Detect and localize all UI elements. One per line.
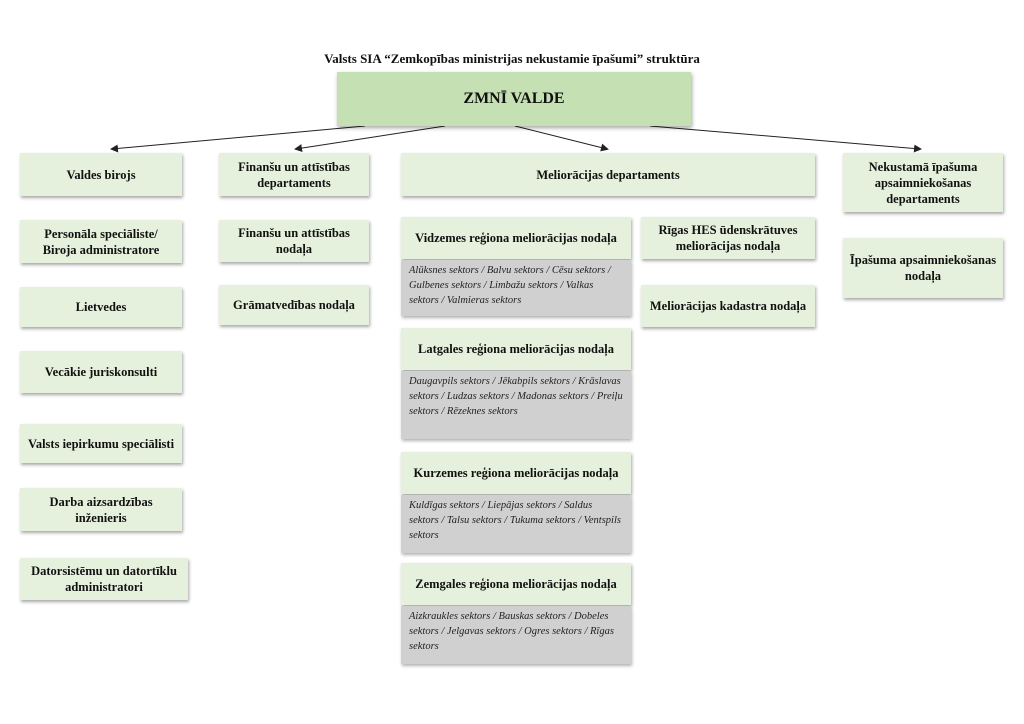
arrow-to-melioration: [514, 125, 609, 152]
melioration-unit: Meliorācijas kadastra nodaļa: [641, 285, 815, 327]
office-unit: Valsts iepirkumu speciālisti: [20, 424, 182, 463]
sectors-label: Aizkraukles sektors / Bauskas sektors / …: [409, 611, 614, 652]
melioration-unit: Rīgas HES ūdenskrātuves meliorācijas nod…: [641, 217, 815, 259]
region-label: Zemgales reģiona meliorācijas nodaļa: [415, 577, 617, 591]
arrow-to-office: [110, 125, 366, 153]
office-unit: Personāla speciāliste/ Biroja administra…: [20, 220, 182, 263]
region-label: Vidzemes reģiona meliorācijas nodaļa: [415, 231, 617, 245]
unit-label: Rīgas HES ūdenskrātuves meliorācijas nod…: [658, 223, 798, 253]
unit-label: Meliorācijas kadastra nodaļa: [649, 299, 807, 313]
chart-title: Valsts SIA “Zemkopības ministrijas nekus…: [324, 51, 700, 66]
region-vidzeme-sectors: Alūksnes sektors / Balvu sektors / Cēsu …: [401, 260, 631, 316]
unit-label: Vecākie juriskonsulti: [44, 365, 158, 379]
region-zemgale: Zemgales reģiona meliorācijas nodaļa: [401, 563, 631, 605]
region-zemgale-sectors: Aizkraukles sektors / Bauskas sektors / …: [401, 606, 631, 664]
unit-label: Īpašuma apsaimniekošanas nodaļa: [849, 253, 997, 283]
department-office: Valdes birojs: [20, 153, 182, 196]
office-unit: Datorsistēmu un datortīklu administrator…: [20, 558, 188, 600]
board-box: ZMNĪ VALDE: [337, 72, 691, 126]
region-label: Kurzemes reģiona meliorācijas nodaļa: [413, 466, 619, 480]
unit-label: Grāmatvedības nodaļa: [233, 298, 355, 312]
department-label: Valdes birojs: [66, 167, 136, 182]
sectors-label: Daugavpils sektors / Jēkabpils sektors /…: [409, 376, 623, 417]
office-unit: Vecākie juriskonsulti: [20, 351, 182, 393]
finance-unit: Grāmatvedības nodaļa: [219, 285, 369, 325]
department-label: Finanšu un attīstības departaments: [238, 159, 350, 190]
unit-label: Personāla speciāliste/ Biroja administra…: [42, 226, 160, 257]
department-property: Nekustamā īpašuma apsaimniekošanas depar…: [843, 153, 1003, 212]
region-latgale: Latgales reģiona meliorācijas nodaļa: [401, 328, 631, 370]
region-vidzeme: Vidzemes reģiona meliorācijas nodaļa: [401, 217, 631, 259]
department-label: Meliorācijas departaments: [536, 167, 680, 182]
arrow-to-property: [649, 125, 922, 153]
office-unit: Lietvedes: [20, 287, 182, 327]
arrow-to-finance: [294, 125, 446, 153]
property-unit: Īpašuma apsaimniekošanas nodaļa: [843, 238, 1003, 298]
office-unit: Darba aizsardzības inženieris: [20, 488, 182, 531]
department-melioration: Meliorācijas departaments: [401, 153, 815, 196]
unit-label: Finanšu un attīstības nodaļa: [238, 226, 350, 256]
unit-label: Datorsistēmu un datortīklu administrator…: [31, 564, 177, 594]
region-kurzeme: Kurzemes reģiona meliorācijas nodaļa: [401, 452, 631, 494]
department-label: Nekustamā īpašuma apsaimniekošanas depar…: [868, 159, 978, 206]
unit-label: Darba aizsardzības inženieris: [49, 494, 153, 525]
department-finance: Finanšu un attīstības departaments: [219, 153, 369, 196]
unit-label: Valsts iepirkumu speciālisti: [27, 436, 175, 451]
finance-unit: Finanšu un attīstības nodaļa: [219, 220, 369, 262]
region-label: Latgales reģiona meliorācijas nodaļa: [418, 342, 614, 356]
region-kurzeme-sectors: Kuldīgas sektors / Liepājas sektors / Sa…: [401, 495, 631, 553]
sectors-label: Kuldīgas sektors / Liepājas sektors / Sa…: [409, 500, 621, 541]
unit-label: Lietvedes: [75, 300, 127, 314]
board-label: ZMNĪ VALDE: [463, 90, 565, 107]
region-latgale-sectors: Daugavpils sektors / Jēkabpils sektors /…: [401, 371, 631, 439]
sectors-label: Alūksnes sektors / Balvu sektors / Cēsu …: [409, 265, 611, 306]
